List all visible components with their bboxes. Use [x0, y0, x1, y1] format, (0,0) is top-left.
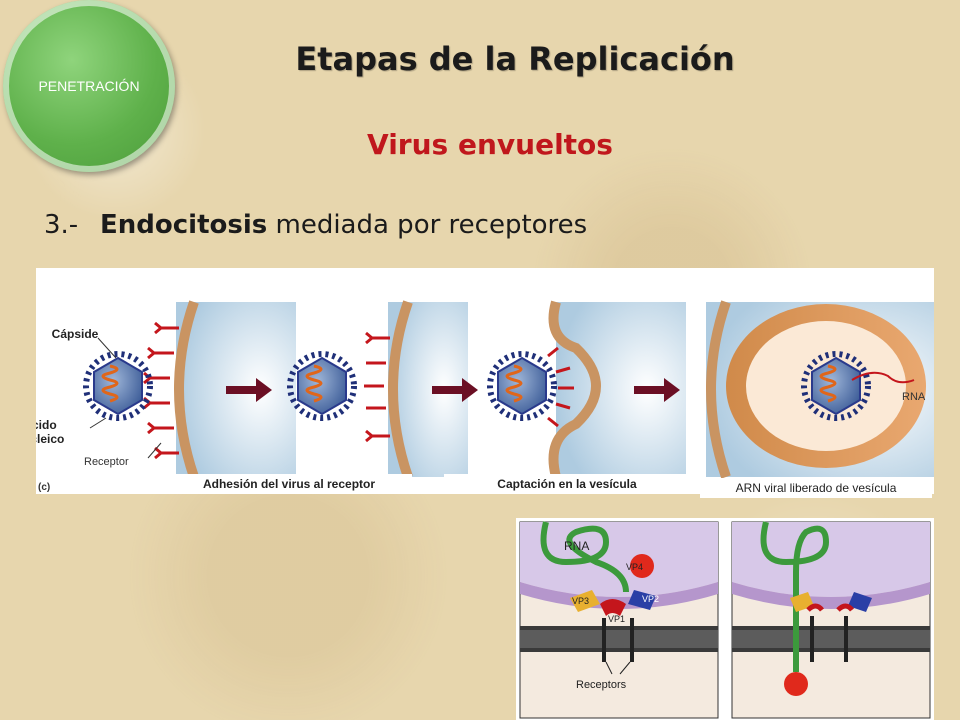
capside-label: Cápside [51, 327, 99, 341]
caption-uptake: Captación en la vesícula [444, 474, 690, 494]
endocytosis-diagram-graphic: Receptor (c) [38, 300, 934, 493]
receptor-diagram-graphic: VP4 RNA VP3 VP2 VP1 Receptors [516, 518, 934, 720]
vp1-label: VP1 [608, 614, 625, 624]
bottom-rna-label: RNA [564, 539, 589, 553]
panel-letter: (c) [38, 482, 50, 493]
rna-label: RNA [902, 391, 926, 403]
vp4-label: VP4 [626, 562, 643, 572]
step-text: mediada por receptores [267, 210, 588, 240]
nucleic-acid-line2: nucleico [36, 432, 65, 446]
stage-badge-label: PENETRACIÓN [38, 78, 140, 94]
step-number: 3.- [44, 210, 79, 240]
receptor-label: Receptor [84, 456, 129, 468]
slide-subtitle: Virus envueltos [367, 128, 613, 161]
caption-release: ARN viral liberado de vesícula [700, 478, 932, 498]
slide-title: Etapas de la Replicación [295, 40, 735, 78]
step-line: 3.- Endocitosis mediada por receptores [44, 210, 587, 240]
receptor-diagram: VP4 RNA VP3 VP2 VP1 Receptors [516, 518, 934, 720]
vp2-label: VP2 [642, 594, 659, 604]
stage-badge: PENETRACIÓN [3, 0, 175, 172]
caption-adhesion: Adhesión del virus al receptor [166, 474, 412, 494]
endocytosis-diagram: Receptor (c) [36, 268, 934, 494]
step-keyword: Endocitosis [100, 210, 268, 240]
receptors-label: Receptors [576, 679, 627, 691]
nucleic-acid-line1: Acido [36, 418, 57, 432]
nucleic-acid-label: Acido nucleico [36, 414, 72, 458]
vp3-label: VP3 [572, 596, 589, 606]
